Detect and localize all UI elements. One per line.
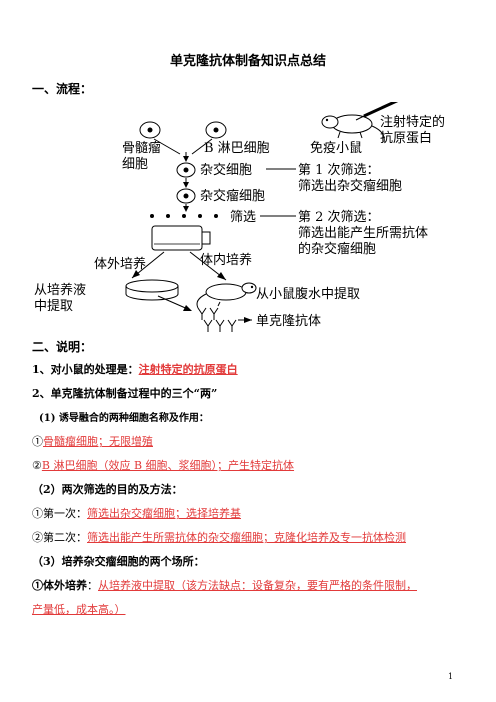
hybridoma-cell-icon xyxy=(176,188,196,204)
inject-label-2: 抗原蛋白 xyxy=(380,130,432,146)
bone-marrow-label-2: 细胞 xyxy=(122,157,148,172)
syringe-icon xyxy=(355,102,399,121)
culture-bottle-icon xyxy=(151,225,211,251)
sub2-line-1: ①第一次：筛选出杂交瘤细胞；选择培养基 xyxy=(32,505,241,521)
sub3-heading: （3）培养杂交瘤细胞的两个场所： xyxy=(32,555,205,568)
section1-heading: 一、流程： xyxy=(32,82,93,96)
screen-label: 筛选 xyxy=(230,210,256,225)
petri-dish-icon xyxy=(125,279,179,301)
screen2-label-1: 第 2 次筛选： xyxy=(298,209,380,225)
sub1-line-2-answer: B 淋巴细胞（效应 B 细胞、浆细胞）；产生特定抗体 xyxy=(41,459,295,472)
immunized-mouse-label: 免疫小鼠 xyxy=(310,140,362,156)
ascites-mouse-icon xyxy=(196,282,257,309)
bone-marrow-cell-icon xyxy=(139,121,161,139)
sub3-line-1-prefix: ①体外培养 xyxy=(32,579,87,592)
screen2-label-2: 筛选出能产生所需抗体 xyxy=(298,226,428,241)
mab-label: 单克隆抗体 xyxy=(256,314,321,329)
screen1-label-1: 第 1 次筛选： xyxy=(298,162,380,178)
b-cell-label: B 淋巴细胞 xyxy=(204,141,270,156)
b-cell-icon xyxy=(205,121,227,139)
in-vivo-label: 体内培养 xyxy=(200,252,252,268)
from-ascites-label: 从小鼠腹水中提取 xyxy=(256,286,360,302)
sub3-line-2: 产量低，成本高。） xyxy=(32,601,126,617)
bone-marrow-label-1: 骨髓瘤 xyxy=(122,140,161,156)
from-medium-label-2: 中提取 xyxy=(34,298,73,314)
page-number: 1 xyxy=(448,672,454,681)
sub1-line-1: ①骨髓瘤细胞；无限增殖 xyxy=(32,433,153,449)
sub1-line-1-prefix: ① xyxy=(32,435,43,448)
screen2-label-3: 的杂交瘤细胞 xyxy=(298,241,376,257)
sub2-line-1-answer: 筛选出杂交瘤细胞；选择培养基 xyxy=(87,507,241,520)
item1-label: 1、对小鼠的处理是： xyxy=(32,363,139,376)
sub1-heading: (1) 诱导融合的两种细胞名称及作用： xyxy=(39,413,209,424)
screen1-label-2: 筛选出杂交瘤细胞 xyxy=(298,178,402,194)
sub3-line-2-answer: 产量低，成本高。） xyxy=(32,603,126,616)
inject-label-1: 注射特定的 xyxy=(380,114,445,130)
sub2-heading: （2）两次筛选的目的及方法： xyxy=(32,483,183,496)
item2-heading: 2、单克隆抗体制备过程中的三个“两” xyxy=(32,387,218,400)
hybrid-cell-label: 杂交细胞 xyxy=(200,162,252,178)
sub2-line-2-answer: 筛选出能产生所需抗体的杂交瘤细胞；克隆化培养及专一抗体检测 xyxy=(87,531,406,544)
sub1-line-2-prefix: ② xyxy=(32,459,42,472)
item1-answer: 注射特定的抗原蛋白 xyxy=(138,363,238,376)
sub3-line-1-colon: ： xyxy=(87,579,98,592)
sub3-line-1: ①体外培养：从培养液中提取（该方法缺点：设备复杂，要有严格的条件限制， xyxy=(32,577,417,593)
in-vitro-label: 体外培养 xyxy=(94,256,146,272)
item1-line: 1、对小鼠的处理是：注射特定的抗原蛋白 xyxy=(32,361,238,377)
mouse-icon xyxy=(321,114,385,143)
antibody-icon xyxy=(197,307,237,332)
from-medium-label-1: 从培养液 xyxy=(34,282,86,298)
sub2-line-2-prefix: ②第二次： xyxy=(32,531,87,544)
sub2-line-1-prefix: ①第一次： xyxy=(32,507,87,520)
page-title: 单克隆抗体制备知识点总结 xyxy=(169,54,326,69)
hybrid-cell-icon xyxy=(176,162,196,178)
sub1-line-1-answer: 骨髓瘤细胞；无限增殖 xyxy=(43,435,153,448)
sub2-line-2: ②第二次：筛选出能产生所需抗体的杂交瘤细胞；克隆化培养及专一抗体检测 xyxy=(32,529,406,545)
sub3-line-1-answer: 从培养液中提取（该方法缺点：设备复杂，要有严格的条件限制， xyxy=(98,579,417,592)
cell-dots-row xyxy=(150,214,218,218)
section2-heading: 二、说明： xyxy=(32,340,93,354)
flow-diagram: 骨髓瘤 细胞 B 淋巴细胞 注射特定的 抗原蛋白 免疫小鼠 杂 xyxy=(34,102,445,332)
hybridoma-cell-label: 杂交瘤细胞 xyxy=(200,188,265,204)
sub1-line-2: ②B 淋巴细胞（效应 B 细胞、浆细胞）；产生特定抗体 xyxy=(32,457,294,473)
